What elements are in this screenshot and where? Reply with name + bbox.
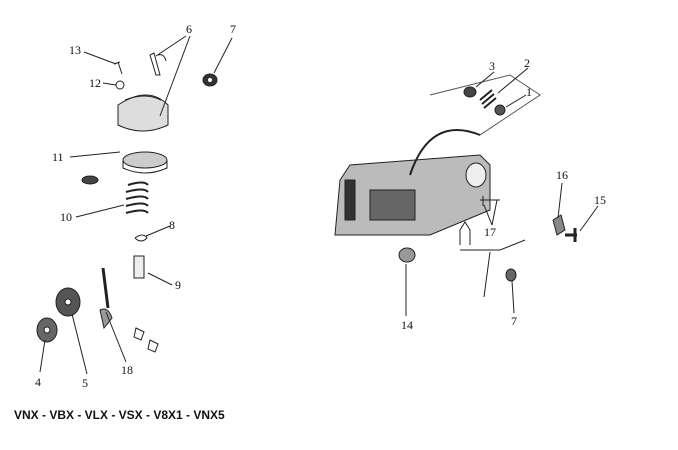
part-label-11: 11 xyxy=(52,150,64,164)
part-label-16: 16 xyxy=(556,168,568,182)
part-label-7-right: 7 xyxy=(511,314,517,328)
part-label-6: 6 xyxy=(186,22,192,36)
part-label-15: 15 xyxy=(594,193,606,207)
part-label-9: 9 xyxy=(175,278,181,292)
part-label-13: 13 xyxy=(69,43,81,57)
part-label-8: 8 xyxy=(169,218,175,232)
part-label-18: 18 xyxy=(121,363,133,377)
part-label-5: 5 xyxy=(82,376,88,390)
part-label-3: 3 xyxy=(489,59,495,73)
part-label-1: 1 xyxy=(526,85,532,99)
models-caption: VNX - VBX - VLX - VSX - V8X1 - VNX5 xyxy=(14,408,225,422)
part-label-17: 17 xyxy=(484,225,496,239)
part-label-4: 4 xyxy=(35,375,41,389)
part-label-12: 12 xyxy=(89,76,101,90)
part-label-14: 14 xyxy=(401,318,413,332)
part-label-10: 10 xyxy=(60,210,72,224)
left-assembly xyxy=(36,52,218,353)
part-label-2: 2 xyxy=(524,56,530,70)
leader-lines xyxy=(39,35,599,375)
part-label-7: 7 xyxy=(230,22,236,36)
right-assembly xyxy=(334,74,577,298)
